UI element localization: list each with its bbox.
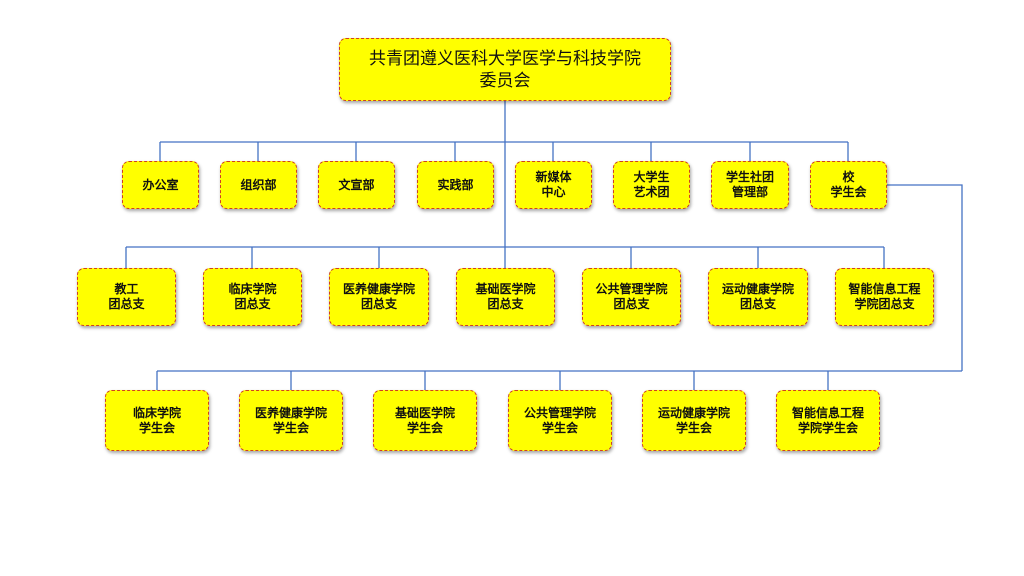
branch-box-faculty: 教工 团总支 xyxy=(77,268,176,326)
department-box-office: 办公室 xyxy=(122,161,199,209)
department-box-practice: 实践部 xyxy=(417,161,494,209)
student-union-box-sports-health: 运动健康学院 学生会 xyxy=(642,390,746,451)
department-box-club-management: 学生社团 管理部 xyxy=(711,161,789,209)
root-committee-box: 共青团遵义医科大学医学与科技学院 委员会 xyxy=(339,38,671,101)
branch-box-intelligent-info: 智能信息工程 学院团总支 xyxy=(835,268,934,326)
department-box-new-media: 新媒体 中心 xyxy=(515,161,592,209)
department-box-publicity: 文宣部 xyxy=(318,161,395,209)
department-box-university-student-union: 校 学生会 xyxy=(810,161,887,209)
student-union-box-intelligent-info: 智能信息工程 学院学生会 xyxy=(776,390,880,451)
branch-box-sports-health: 运动健康学院 团总支 xyxy=(708,268,808,326)
department-box-organization: 组织部 xyxy=(220,161,297,209)
branch-box-public-management: 公共管理学院 团总支 xyxy=(582,268,681,326)
branch-box-basic-medicine: 基础医学院 团总支 xyxy=(456,268,555,326)
student-union-box-health-care: 医养健康学院 学生会 xyxy=(239,390,343,451)
branch-box-clinical: 临床学院 团总支 xyxy=(203,268,302,326)
student-union-box-basic-medicine: 基础医学院 学生会 xyxy=(373,390,477,451)
student-union-feed-line xyxy=(887,184,963,371)
branch-box-health-care: 医养健康学院 团总支 xyxy=(329,268,429,326)
student-union-box-clinical: 临床学院 学生会 xyxy=(105,390,209,451)
student-union-box-public-management: 公共管理学院 学生会 xyxy=(508,390,612,451)
department-box-art-troupe: 大学生 艺术团 xyxy=(613,161,690,209)
